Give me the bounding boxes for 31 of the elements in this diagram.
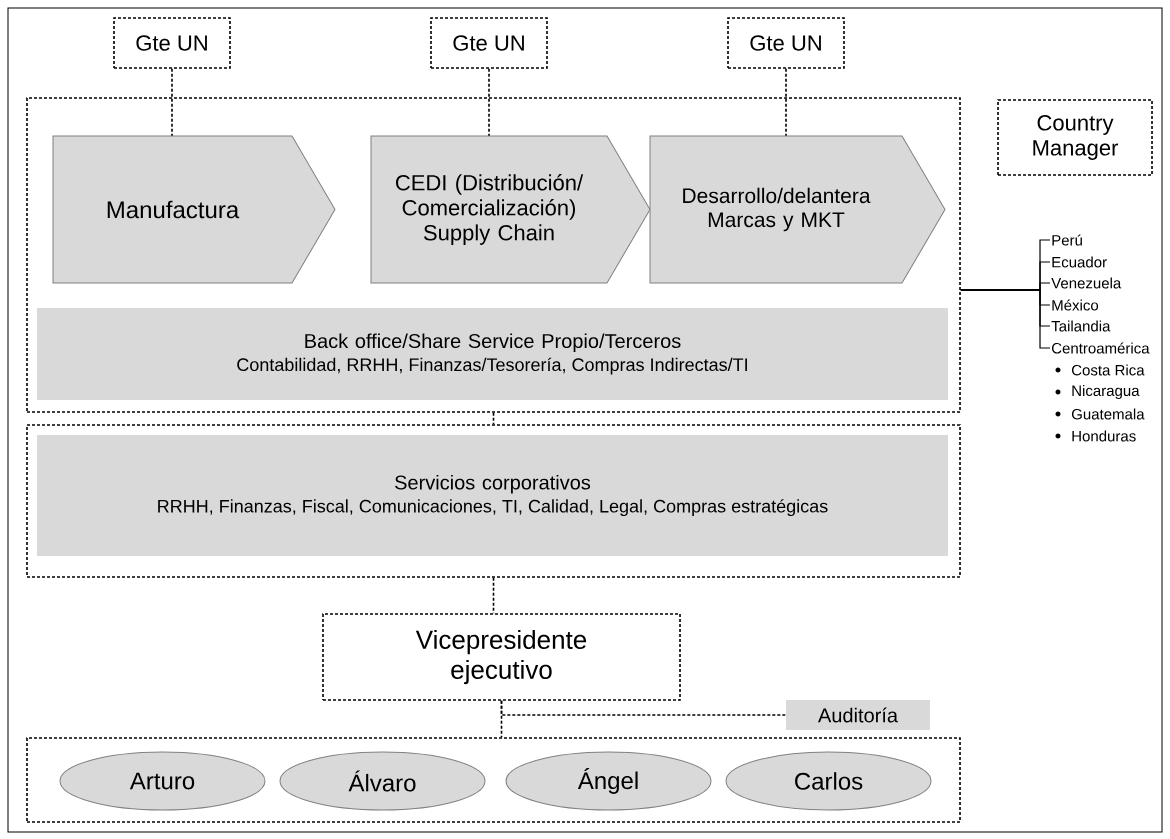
- country-label: Tailandia: [1051, 320, 1111, 332]
- connector-line: [492, 412, 495, 425]
- bullet-item: Guatemala: [1055, 408, 1145, 420]
- country-label: Ecuador: [1052, 256, 1107, 268]
- connector-line: [785, 68, 787, 137]
- service-band: Auditoría: [786, 700, 930, 730]
- role-box: Vicepresidente ejecutivo: [322, 613, 681, 701]
- connector-line: [960, 289, 1051, 349]
- country-label: Venezuela: [1051, 277, 1122, 289]
- connector-line: [500, 700, 787, 716]
- process-box: Manufactura: [52, 135, 336, 284]
- country-label: Perú: [1052, 234, 1082, 246]
- group-frame: [26, 424, 961, 578]
- connector-line: [492, 577, 495, 614]
- process-box: CEDI (Distribución/ Comercialización) Supply Chain: [370, 135, 651, 284]
- role-box: Country Manager: [997, 99, 1153, 176]
- role-box: Gte UN: [727, 17, 845, 69]
- group-frame: [26, 737, 961, 823]
- country-label: México: [1052, 299, 1099, 311]
- role-box: Gte UN: [430, 17, 548, 69]
- role-box: Gte UN: [113, 17, 231, 69]
- country-label: Centroamérica: [1052, 342, 1150, 354]
- connector-line: [488, 68, 490, 137]
- process-box: Desarrollo/delantera Marcas y MKT: [649, 135, 946, 284]
- connector-line: [171, 68, 173, 137]
- bullet-item: Honduras: [1055, 430, 1136, 442]
- service-band: Back office/Share Service Propio/Terceros Contabilidad, RRHH, Finanzas/Tesorería, Compras Indirectas/TI: [37, 308, 948, 400]
- bullet-item: Nicaragua: [1055, 385, 1140, 399]
- service-band: Servicios corporativos RRHH, Finanzas, Fiscal, Comunicaciones, TI, Calidad, Legal, Compras estratégicas: [37, 435, 948, 556]
- group-frame: [26, 97, 961, 413]
- bullet-item: Costa Rica: [1055, 364, 1145, 376]
